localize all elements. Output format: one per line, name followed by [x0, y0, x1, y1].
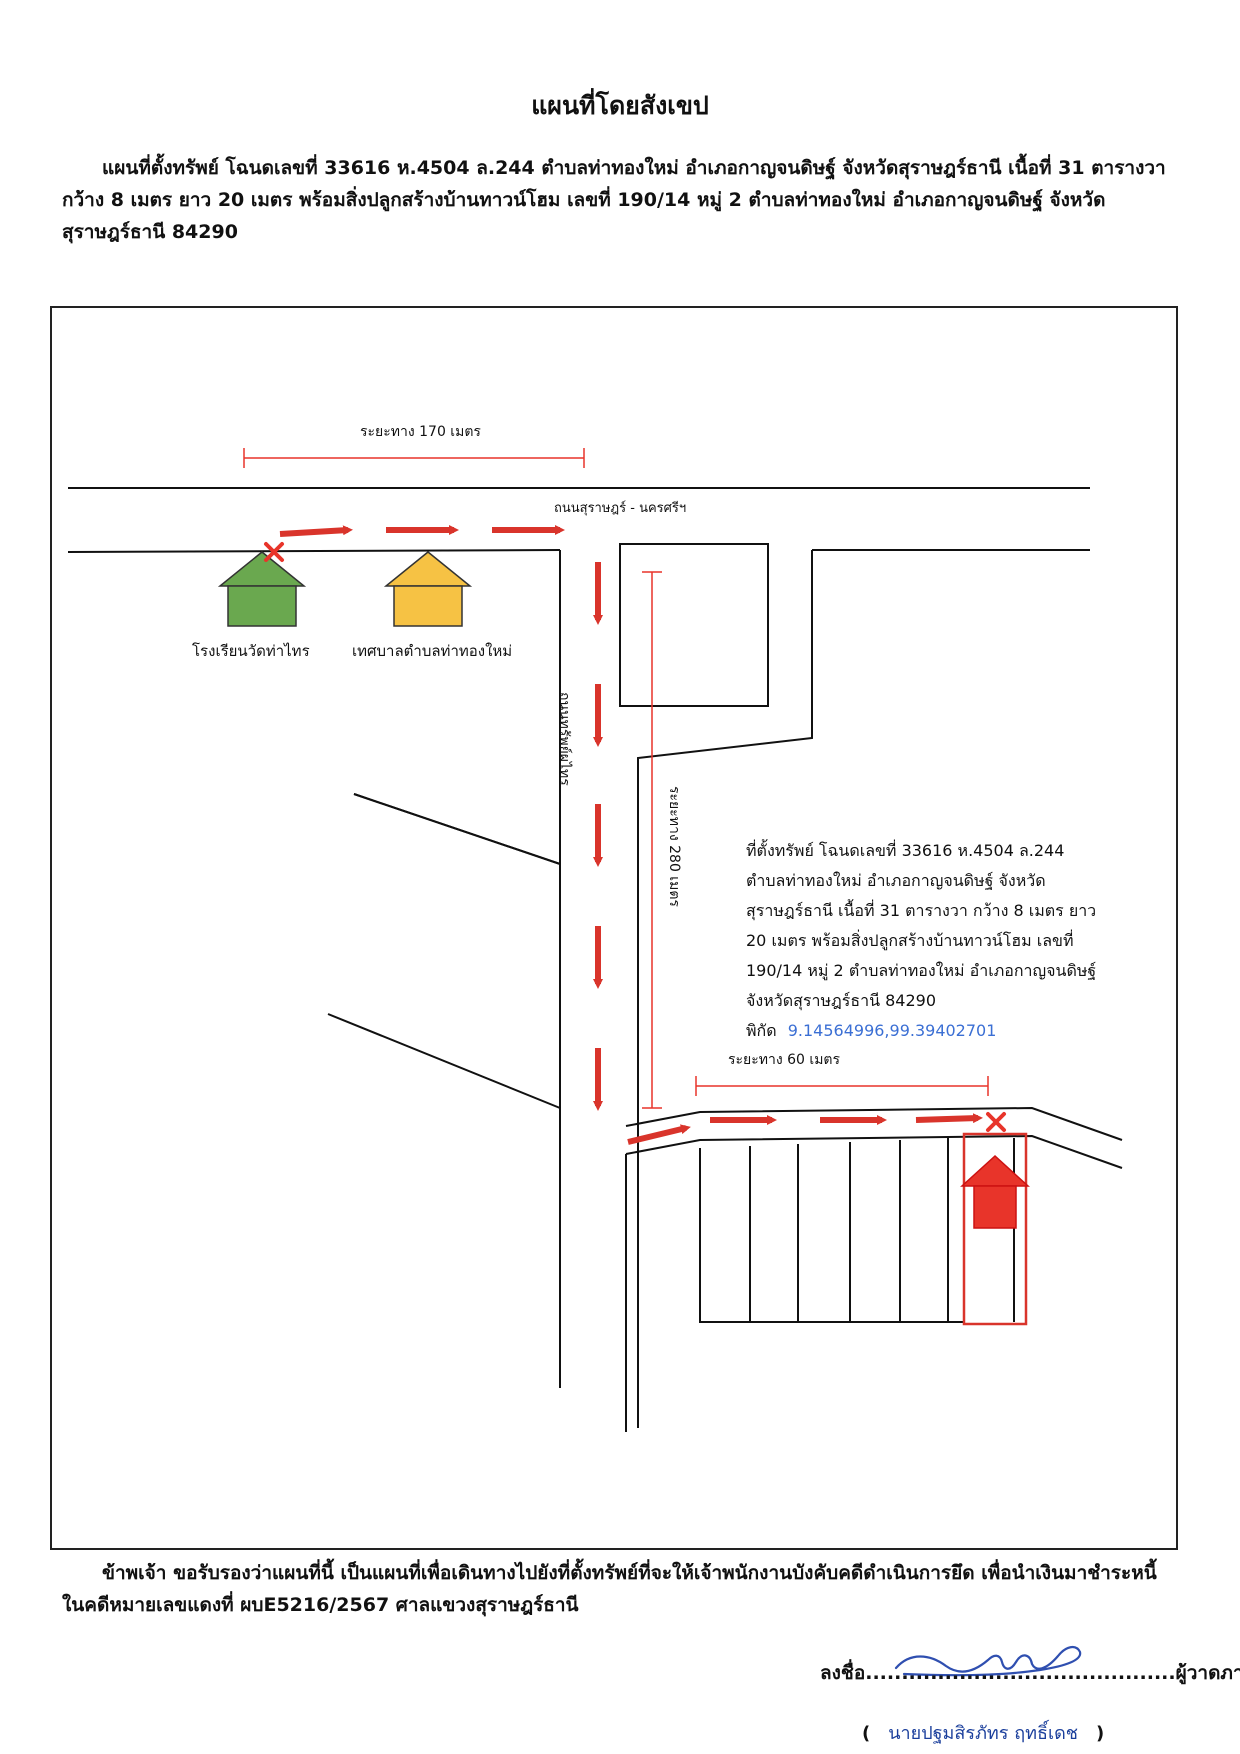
- property-line: ตำบลท่าทองใหม่ อำเภอกาญจนดิษฐ์ จังหวัด: [746, 871, 1046, 890]
- intro-paragraph: แผนที่ตั้งทรัพย์ โฉนดเลขที่ 33616 ห.4504…: [62, 157, 1166, 243]
- open-paren: (: [862, 1723, 871, 1744]
- crossing-street-upper: [353, 793, 561, 865]
- property-description: ที่ตั้งทรัพย์ โฉนดเลขที่ 33616 ห.4504 ล.…: [746, 839, 1096, 1040]
- property-line: 190/14 หมู่ 2 ตำบลท่าทองใหม่ อำเภอกาญจนด…: [746, 961, 1096, 981]
- page-title: แผนที่โดยสังเขป: [531, 91, 709, 120]
- crossing-street-lower: [327, 1013, 561, 1109]
- school-label: โรงเรียนวัดท่าไทร: [192, 642, 310, 660]
- municipality-icon: [383, 551, 473, 627]
- main-road-label: ถนนสุราษฎร์ - นครศรีฯ: [554, 500, 686, 516]
- distance-label-vertical: ระยะทาง 280 เมตร: [666, 786, 682, 907]
- distance-label-top: ระยะทาง 170 เมตร: [360, 424, 481, 440]
- soi-lower-edge: [625, 1134, 1123, 1169]
- property-line: 20 เมตร พร้อมสิ่งปลูกสร้างบ้านทาวน์โฮม เ…: [746, 929, 1074, 951]
- coordinate-label: พิกัด: [746, 1021, 777, 1040]
- main-road-lower-edge-left: [67, 549, 561, 553]
- map-frame: ระยะทาง 170 เมตร ถนนสุราษฎร์ - นครศรีฯ โ…: [50, 306, 1178, 1550]
- distance-label-bottom: ระยะทาง 60 เมตร: [728, 1052, 841, 1068]
- corner-block: [619, 543, 769, 707]
- side-road-right-edge: [637, 550, 813, 1428]
- signer-name: นายปฐมสิรภัทร ฤทธิ์เดช: [888, 1723, 1078, 1744]
- svg-text:พิกัด 9.14564996,99.39: พิกัด 9.14564996,99.39402701: [746, 1021, 996, 1040]
- signature-dots: ........................................…: [865, 1662, 1176, 1684]
- signature-row: ลงชื่อ..................................…: [820, 1658, 1240, 1688]
- coordinate-value[interactable]: 9.14564996,99.39402701: [788, 1021, 997, 1040]
- distance-marker-170: [243, 448, 585, 468]
- distance-marker-60: [695, 1076, 989, 1096]
- route-arrows: [279, 525, 983, 1145]
- route-arrow: [279, 525, 353, 537]
- townhouse-row: [699, 1138, 1015, 1323]
- property-line: จังหวัดสุราษฎร์ธานี 84290: [746, 991, 936, 1011]
- close-paren: ): [1096, 1723, 1105, 1744]
- property-line: ที่ตั้งทรัพย์ โฉนดเลขที่ 33616 ห.4504 ล.…: [746, 839, 1064, 860]
- start-cross-marker: [264, 542, 284, 562]
- property-lot: [962, 1132, 1028, 1326]
- side-road-label: ถนนทรัพย์ผไทร: [556, 692, 573, 786]
- certification-paragraph: ข้าพเจ้า ขอรับรองว่าแผนที่นี้ เป็นแผนที่…: [62, 1562, 1157, 1616]
- route-arrow: [915, 1113, 983, 1124]
- destination-cross-marker: [986, 1112, 1006, 1132]
- route-arrow: [627, 1124, 691, 1145]
- map-canvas: ระยะทาง 170 เมตร ถนนสุราษฎร์ - นครศรีฯ โ…: [67, 424, 1123, 1432]
- school-icon: [217, 551, 307, 627]
- property-line: สุราษฎร์ธานี เนื้อที่ 31 ตารางวา กว้าง 8…: [746, 899, 1096, 921]
- signer-name-row: ( นายปฐมสิรภัทร ฤทธิ์เดช): [862, 1718, 1104, 1747]
- distance-marker-280: [642, 571, 662, 1109]
- soi-upper-edge: [625, 1106, 1123, 1141]
- municipality-label: เทศบาลตำบลท่าทองใหม่: [352, 642, 512, 660]
- signature-scribble: [894, 1646, 1082, 1677]
- property-house-icon: [960, 1154, 1030, 1229]
- signature-prefix: ลงชื่อ: [820, 1662, 866, 1684]
- signature-role: ผู้วาดภาพ: [1175, 1662, 1240, 1684]
